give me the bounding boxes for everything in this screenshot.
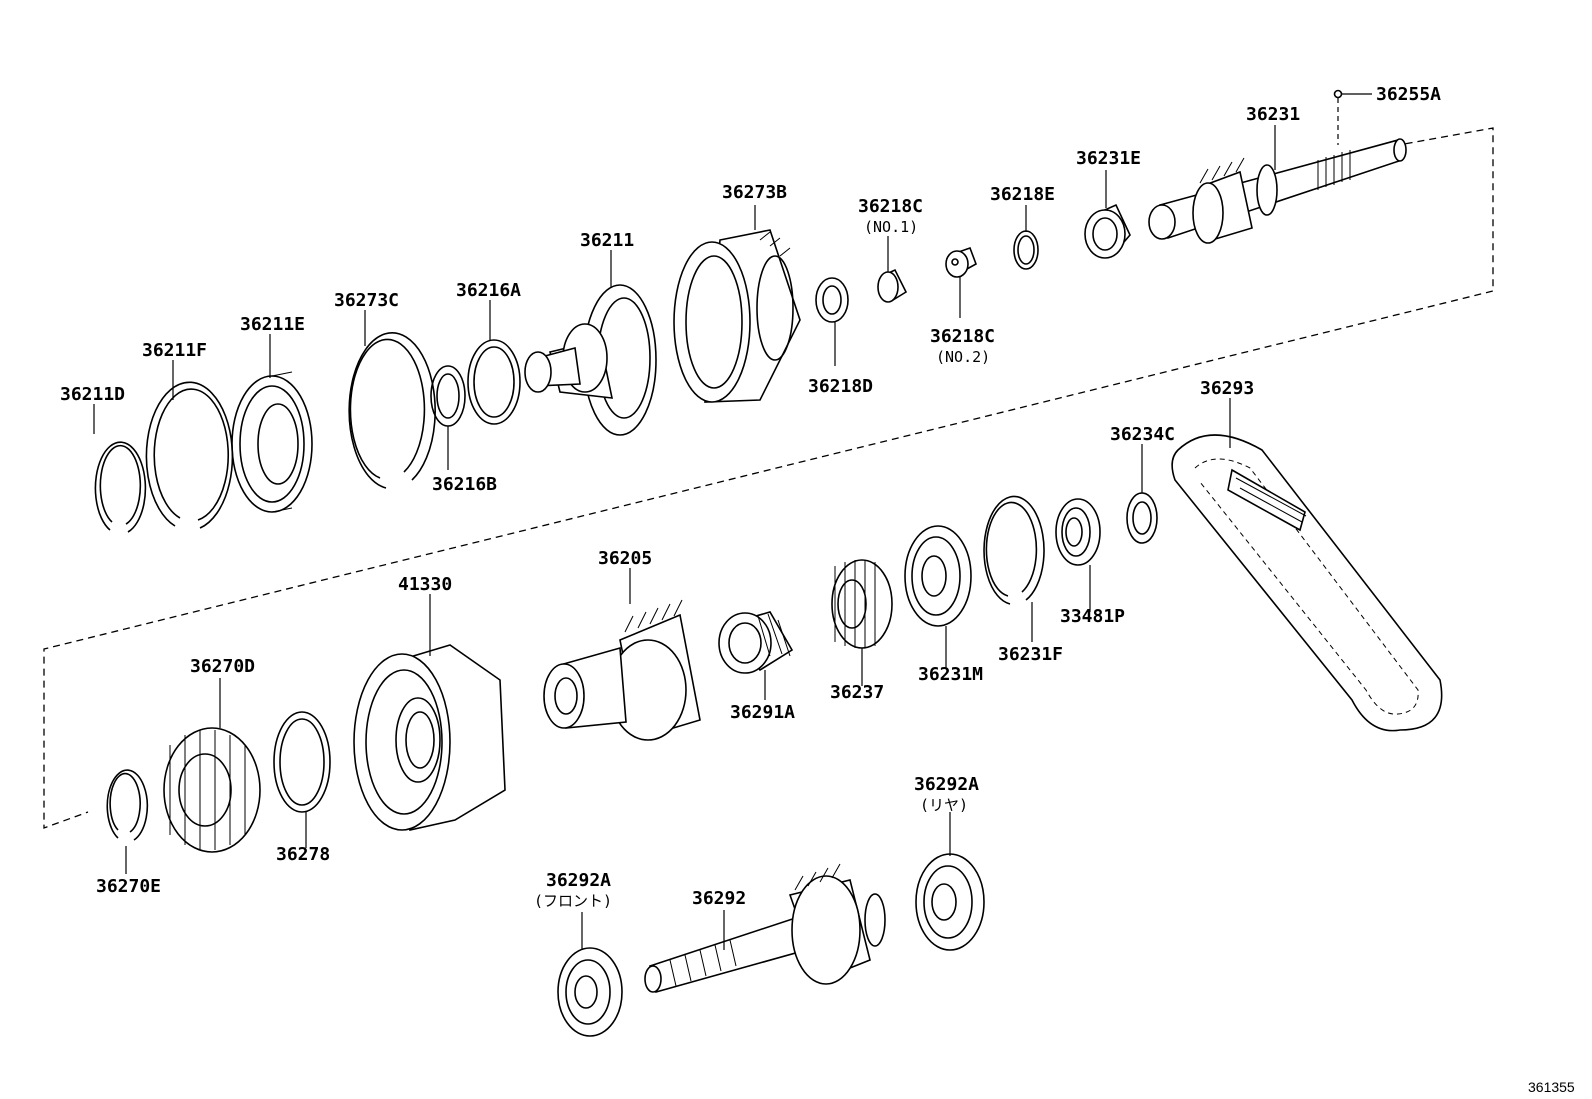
label-36292A-rear-note: (リヤ): [920, 796, 968, 814]
label-36237: 36237: [830, 682, 884, 703]
label-36231E: 36231E: [1076, 148, 1141, 169]
label-36270E: 36270E: [96, 876, 161, 897]
part-36231-shaft[interactable]: [1148, 138, 1407, 244]
part-36231F-snap-ring[interactable]: [983, 495, 1045, 605]
label-36216A: 36216A: [456, 280, 521, 301]
label-36293: 36293: [1200, 378, 1254, 399]
label-41330: 41330: [398, 574, 452, 595]
part-36211E-bearing[interactable]: [231, 371, 313, 513]
part-36218E-snap-ring[interactable]: [1013, 230, 1039, 270]
part-36216A-washer[interactable]: [467, 339, 521, 425]
part-36255A-plug[interactable]: [1333, 89, 1373, 146]
label-33481P: 33481P: [1060, 606, 1125, 627]
label-36211E: 36211E: [240, 314, 305, 335]
label-36211F: 36211F: [142, 340, 207, 361]
label-36270D: 36270D: [190, 656, 255, 677]
drawing-number: 361355: [1528, 1079, 1575, 1095]
label-36218C-no1-note: (NO.1): [864, 218, 918, 236]
part-36270E-snap-ring[interactable]: [106, 769, 149, 841]
part-36292A-front-bearing[interactable]: [557, 947, 623, 1037]
part-36292A-rear-bearing[interactable]: [915, 853, 985, 951]
part-36216B-thrust-washer[interactable]: [430, 365, 466, 427]
part-36211F-snap-ring[interactable]: [145, 381, 234, 529]
part-36278-washer[interactable]: [273, 711, 331, 813]
label-36231F: 36231F: [998, 644, 1063, 665]
label-36273C: 36273C: [334, 290, 399, 311]
label-36234C: 36234C: [1110, 424, 1175, 445]
callout-labels: 36255A 36231 36231E 36218E 36218C (NO.1)…: [60, 84, 1575, 1095]
leader-lines: [93, 125, 1276, 950]
label-36291A: 36291A: [730, 702, 795, 723]
label-36218D: 36218D: [808, 376, 873, 397]
part-33481P-bearing[interactable]: [1055, 498, 1101, 566]
label-36231: 36231: [1246, 104, 1300, 125]
part-36292-driven-shaft[interactable]: [644, 863, 886, 993]
label-36211: 36211: [580, 230, 634, 251]
part-36273B-clutch-drum[interactable]: [673, 229, 801, 403]
label-36292A-front: 36292A: [546, 870, 611, 891]
label-36292A-rear: 36292A: [914, 774, 979, 795]
label-36255A: 36255A: [1376, 84, 1441, 105]
label-36231M: 36231M: [918, 664, 983, 685]
part-36291A-needle-bearing[interactable]: [718, 611, 794, 674]
part-36211-hub[interactable]: [524, 284, 657, 436]
part-41330-case[interactable]: [353, 644, 506, 831]
part-36218D-washer[interactable]: [815, 277, 849, 323]
label-36292A-front-note: (フロント): [534, 892, 612, 910]
label-36216B: 36216B: [432, 474, 497, 495]
part-36273C-snap-ring[interactable]: [348, 332, 436, 489]
label-36218E: 36218E: [990, 184, 1055, 205]
part-36293-chain[interactable]: [1171, 434, 1443, 732]
label-36205: 36205: [598, 548, 652, 569]
label-36218C-no1: 36218C: [858, 196, 923, 217]
label-36211D: 36211D: [60, 384, 125, 405]
label-36218C-no2-note: (NO.2): [936, 348, 990, 366]
part-36231M-bearing[interactable]: [904, 525, 972, 627]
part-36205-gear[interactable]: [543, 599, 701, 741]
part-36218C-no1-cap[interactable]: [877, 268, 908, 303]
part-36270D-gear[interactable]: [163, 727, 261, 853]
label-36273B: 36273B: [722, 182, 787, 203]
part-36218C-no2-key[interactable]: [945, 246, 977, 278]
part-36237-hub[interactable]: [831, 559, 893, 649]
label-36278: 36278: [276, 844, 330, 865]
part-36234C-washer[interactable]: [1126, 492, 1158, 544]
assembly-boundary-dashed: [43, 127, 1494, 829]
part-36211D-snap-ring[interactable]: [94, 441, 147, 533]
part-36231E-needle-bearing[interactable]: [1084, 203, 1131, 259]
label-36218C-no2: 36218C: [930, 326, 995, 347]
label-36292: 36292: [692, 888, 746, 909]
